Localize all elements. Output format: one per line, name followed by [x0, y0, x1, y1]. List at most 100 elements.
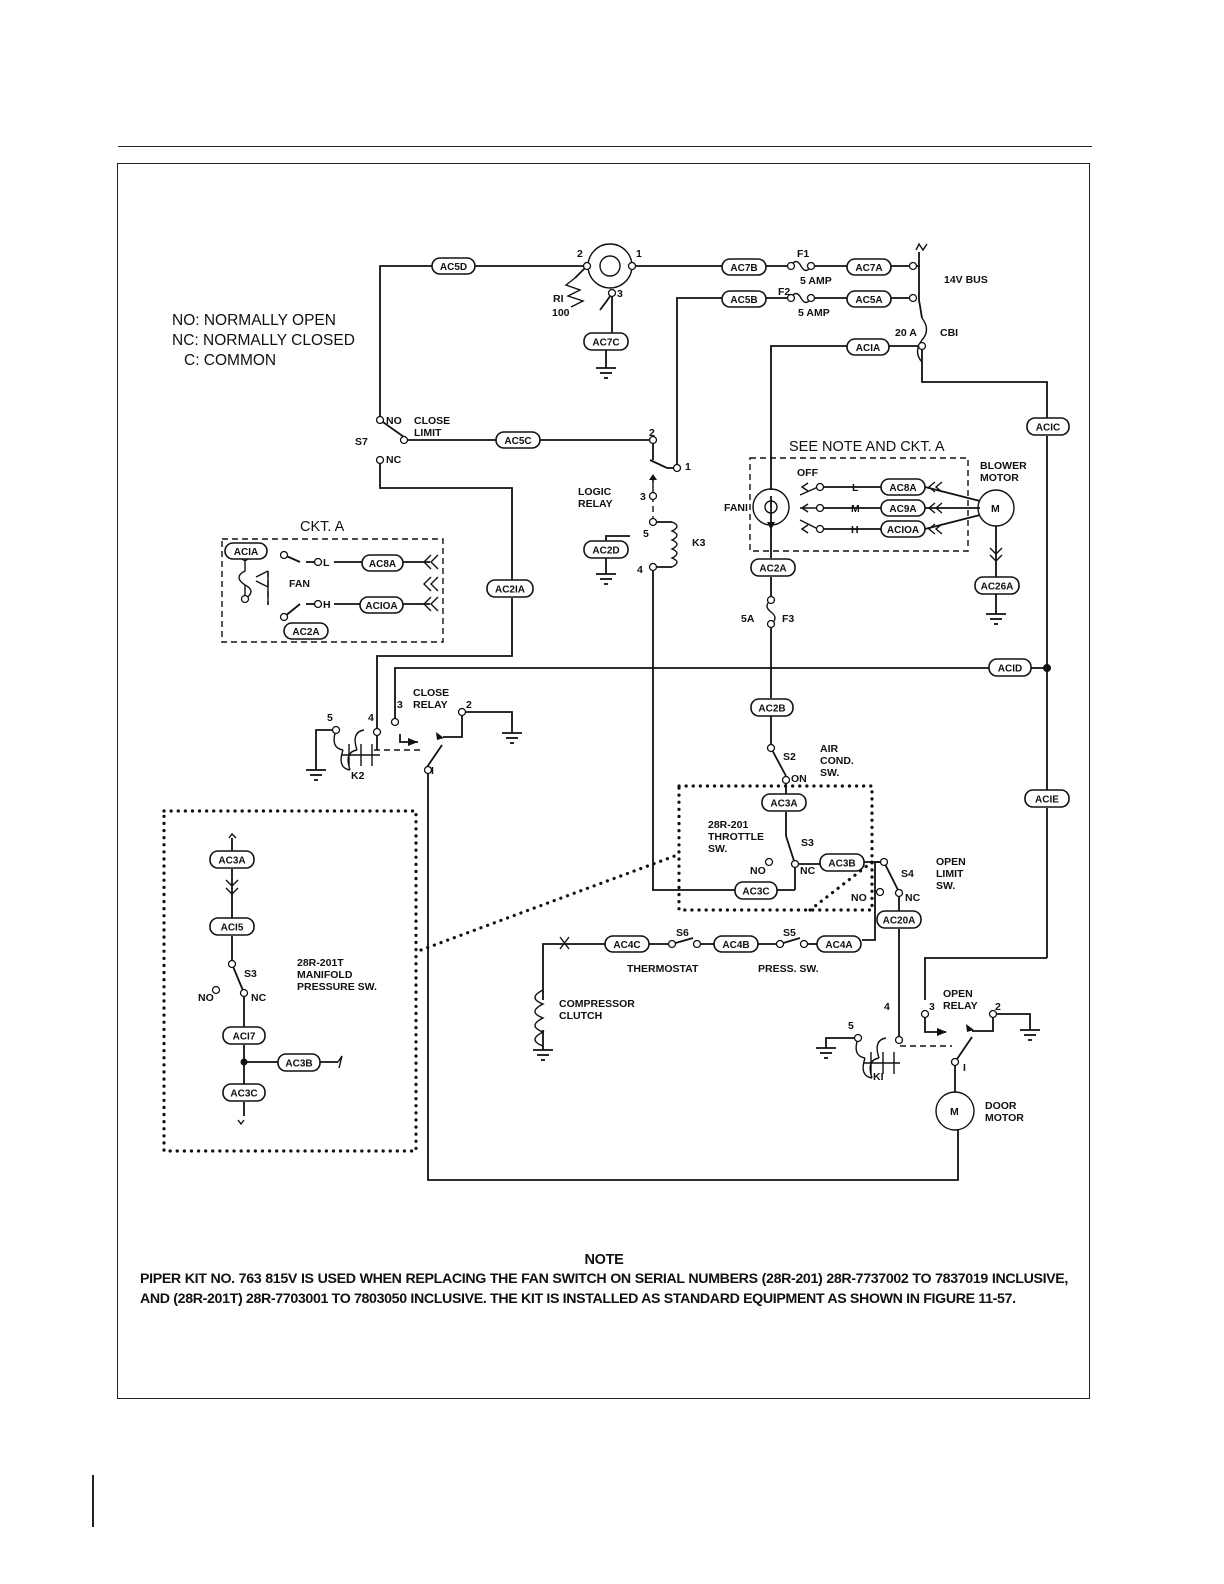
component-labels: 14V BUS F1 5 AMP F2 5 AMP CBI 20 A RI 10… — [198, 248, 1027, 1124]
wire-label-ac4b: AC4B — [713, 935, 759, 953]
wire-label-ac9a: AC9A — [880, 499, 926, 517]
legend-nc: NC: NORMALLY CLOSED — [172, 332, 355, 349]
wire-label-ac3c: AC3C — [734, 881, 778, 900]
open-relay-pin-5: 5 — [848, 1020, 854, 1032]
close-relay-pin-4: 4 — [368, 712, 374, 724]
s4-no-label: NO — [851, 892, 867, 904]
throttle-nc-label: NC — [800, 865, 816, 877]
svg-text:AC2IA: AC2IA — [495, 585, 525, 596]
wire-label-ac5d: AC5D — [431, 257, 476, 275]
svg-text:AC5D: AC5D — [440, 262, 467, 273]
svg-text:ACIC: ACIC — [1036, 423, 1060, 434]
svg-text:ACIA: ACIA — [234, 547, 258, 558]
wire-label-ac3a: AC3A — [761, 793, 807, 812]
legend-no: NO: NORMALLY OPEN — [172, 312, 336, 329]
s4-nc-label: NC — [905, 892, 921, 904]
wire-label-ac8a: AC8A — [880, 478, 926, 496]
logic-pin-4: 4 — [637, 564, 643, 576]
rheostat-pin-2: 2 — [577, 248, 583, 260]
wire-label-ac4c: AC4C — [604, 935, 650, 953]
s6-label: S6 — [676, 927, 689, 939]
k3-label: K3 — [692, 537, 706, 549]
k1-label: KI — [873, 1071, 884, 1083]
close-relay-pin-1: I — [431, 765, 434, 777]
open-relay-pin-1: I — [963, 1062, 966, 1074]
f2-rating: 5 AMP — [798, 307, 830, 319]
wire-label-ac7b: AC7B — [721, 258, 767, 276]
s7-nc: NC — [386, 454, 402, 466]
bus-label: 14V BUS — [944, 274, 988, 286]
wire-label-ac1a: ACIA — [846, 338, 890, 356]
svg-text:AC2D: AC2D — [592, 546, 619, 557]
ckt-a-fan-label: FAN — [289, 578, 310, 590]
fan-l-label: L — [852, 482, 859, 494]
wire-label-ac10a: ACIOA — [880, 520, 926, 538]
svg-text:AC4A: AC4A — [825, 940, 852, 951]
note-text: PIPER KIT NO. 763 815V IS USED WHEN REPL… — [140, 1271, 1068, 1307]
wire-label-ac20a: AC20A — [876, 910, 922, 929]
wire-label-ac4a: AC4A — [816, 935, 862, 953]
wire-label-ac15: ACI5 — [209, 917, 255, 936]
wire-label-ac7c: AC7C — [583, 332, 629, 351]
open-relay-pin-4: 4 — [884, 1001, 890, 1013]
wire-label-ckt-a-ac1a: ACIA — [224, 542, 268, 560]
svg-text:AC26A: AC26A — [981, 582, 1014, 593]
svg-text:AC4B: AC4B — [722, 940, 749, 951]
s7-label: S7 — [355, 436, 368, 448]
svg-text:AC2B: AC2B — [758, 704, 785, 715]
wire-label-ac3b: AC3B — [819, 853, 865, 872]
page-margin-bar — [92, 1475, 94, 1527]
wire-label-ac17: ACI7 — [222, 1026, 266, 1045]
logic-pin-5: 5 — [643, 528, 649, 540]
wire-label-ac5c: AC5C — [495, 431, 541, 449]
open-relay-pin-2: 2 — [995, 1001, 1001, 1013]
fan-label: FANI — [724, 502, 748, 514]
svg-text:ACIOA: ACIOA — [887, 525, 919, 536]
wire-label-m-ac3a: AC3A — [209, 850, 255, 869]
svg-text:ACID: ACID — [998, 664, 1022, 675]
legend: NO: NORMALLY OPEN NC: NORMALLY CLOSED C:… — [172, 312, 355, 369]
fan-off-label: OFF — [797, 467, 819, 479]
f2-label: F2 — [778, 286, 790, 298]
svg-text:AC3A: AC3A — [218, 856, 245, 867]
svg-text:AC3C: AC3C — [742, 887, 769, 898]
svg-text:AC3B: AC3B — [828, 859, 855, 870]
svg-text:AC3C: AC3C — [230, 1089, 257, 1100]
note-title: NOTE — [584, 1252, 624, 1268]
fan-h-label: H — [851, 524, 859, 536]
cb1-label: CBI — [940, 327, 958, 339]
svg-text:AC7A: AC7A — [855, 263, 882, 274]
f1-rating: 5 AMP — [800, 275, 832, 287]
logic-pin-2: 2 — [649, 427, 655, 439]
s7-no: NO — [386, 415, 402, 427]
rheostat-pin-1: 1 — [636, 248, 642, 260]
door-motor-symbol: M — [950, 1106, 959, 1118]
legend-c: C: COMMON — [184, 352, 276, 369]
svg-text:AC3B: AC3B — [285, 1059, 312, 1070]
k2-label: K2 — [351, 770, 365, 782]
wire-label-ac2b: AC2B — [750, 698, 794, 717]
manifold-s3-label: S3 — [244, 968, 257, 980]
wire-label-ac1e: ACIE — [1024, 789, 1070, 808]
wire-label-ckt-a-ac10a: ACIOA — [359, 596, 404, 614]
svg-text:AC2A: AC2A — [292, 627, 319, 638]
wire-label-ac1c: ACIC — [1026, 417, 1070, 436]
svg-text:AC5B: AC5B — [730, 295, 757, 306]
svg-text:ACI5: ACI5 — [221, 923, 244, 934]
s4-label: S4 — [901, 868, 914, 880]
svg-text:AC5C: AC5C — [504, 436, 531, 447]
fan-m-label: M — [851, 503, 860, 515]
throttle-no-label: NO — [750, 865, 766, 877]
page-top-rule — [118, 146, 1092, 147]
svg-text:AC5A: AC5A — [855, 295, 882, 306]
close-relay-pin-5: 5 — [327, 712, 333, 724]
